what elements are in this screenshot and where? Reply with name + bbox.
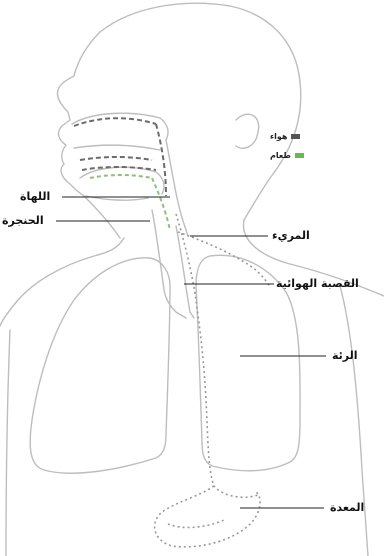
label-larynx: الحنجرة [2,214,44,227]
palate [74,145,160,150]
lung-left [30,258,170,473]
label-epiglottis: اللهاة [20,190,50,203]
stomach-inner [168,520,224,527]
air-path-oral [80,157,152,160]
label-stomach: المعدة [330,501,364,514]
label-lung: الرئة [332,349,358,362]
shoulder-left-outline [0,238,124,326]
torso-left-outline [6,330,10,556]
food-swatch-icon [295,153,304,158]
legend-label-food: طعام [270,151,291,160]
food-path-mouth [90,175,152,178]
legend-label-air: هواء [270,132,287,141]
ear-outline [236,114,259,148]
label-esophagus: المريء [272,229,310,242]
label-trachea: القصبة الهوائية [276,277,359,290]
air-swatch-icon [291,134,300,139]
esophagus-upper-right [178,232,270,288]
legend-item-air: هواء [270,132,300,141]
pharynx-back [166,140,188,236]
trachea-right-wall [176,226,194,318]
air-path-nasal [74,118,156,126]
stomach-outline [155,486,261,547]
legend-item-food: طعام [270,151,304,160]
torso-right-outline [340,286,368,556]
tongue [80,167,164,194]
nasal-cavity [72,113,168,140]
